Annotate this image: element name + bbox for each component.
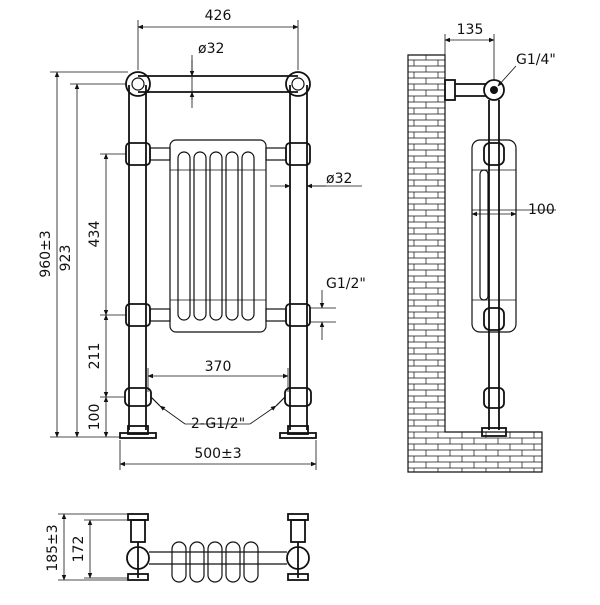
dim-lower-height-label: 211 [87,343,103,370]
dim-valve-spacing: 370 [147,359,289,392]
dim-depth: 100 [471,202,556,218]
dim-vent-connection: G1/4" [497,52,556,87]
dim-top-rail-diameter-label: ø32 [198,41,224,57]
dim-side-connection: G1/2" [310,276,366,340]
dim-valve-spacing-label: 370 [205,359,232,375]
dim-wall-offset: 135 [444,22,495,80]
side-radiator [471,139,517,333]
dim-inner-depth-label: 172 [71,536,87,563]
radiator-columns [169,139,267,333]
wall-bracket [444,79,505,101]
front-view: 426 ø32 ø32 G1/2" 960±3 [38,8,366,470]
upper-joints [125,142,311,166]
dim-top-width: 426 [137,8,299,70]
dim-overall-height-label: 960±3 [38,230,54,277]
dim-top-width-label: 426 [205,8,232,24]
side-view: 135 G1/4" 100 [407,22,556,473]
top-rail [125,71,311,97]
dim-riser-diameter-label: ø32 [326,171,352,187]
dim-panel-height: 434 [87,153,126,316]
right-riser [289,85,308,430]
bottom-view: 185±3 172 [45,513,310,583]
dim-side-connection-label: G1/2" [326,276,366,292]
dim-panel-height-label: 434 [87,221,103,248]
dim-overall-depth: 185±3 [45,513,128,581]
bottom-columns [171,541,259,583]
bottom-feet [127,573,309,581]
dim-valve-connection-label: 2-G1/2" [191,416,245,432]
left-riser [128,85,147,430]
lower-joints [125,303,311,327]
right-valve [275,387,317,439]
dim-inner-depth: 172 [71,519,128,579]
dim-wall-offset-label: 135 [457,22,484,38]
dim-overall-width: 500±3 [119,440,317,470]
side-riser [481,100,507,437]
dim-lower-height: 211 [87,314,125,398]
bottom-top-caps [127,513,309,543]
dim-overall-width-label: 500±3 [194,446,241,462]
dim-top-rail-diameter: ø32 [189,41,224,108]
dim-foot-height: 100 [87,396,109,438]
left-valve [119,387,161,439]
dim-riser-diameter: ø32 [270,171,362,189]
dim-depth-label: 100 [528,202,555,218]
dim-rail-height: 923 [58,83,126,438]
dim-vent-connection-label: G1/4" [516,52,556,68]
dim-overall-depth-label: 185±3 [45,524,61,571]
dim-overall-height: 960±3 [38,71,128,438]
bottom-rail [126,542,310,578]
brick-wall [407,54,543,473]
dim-valve-connection: 2-G1/2" [159,405,277,432]
dim-rail-height-label: 923 [58,245,74,272]
dim-foot-height-label: 100 [87,404,103,431]
